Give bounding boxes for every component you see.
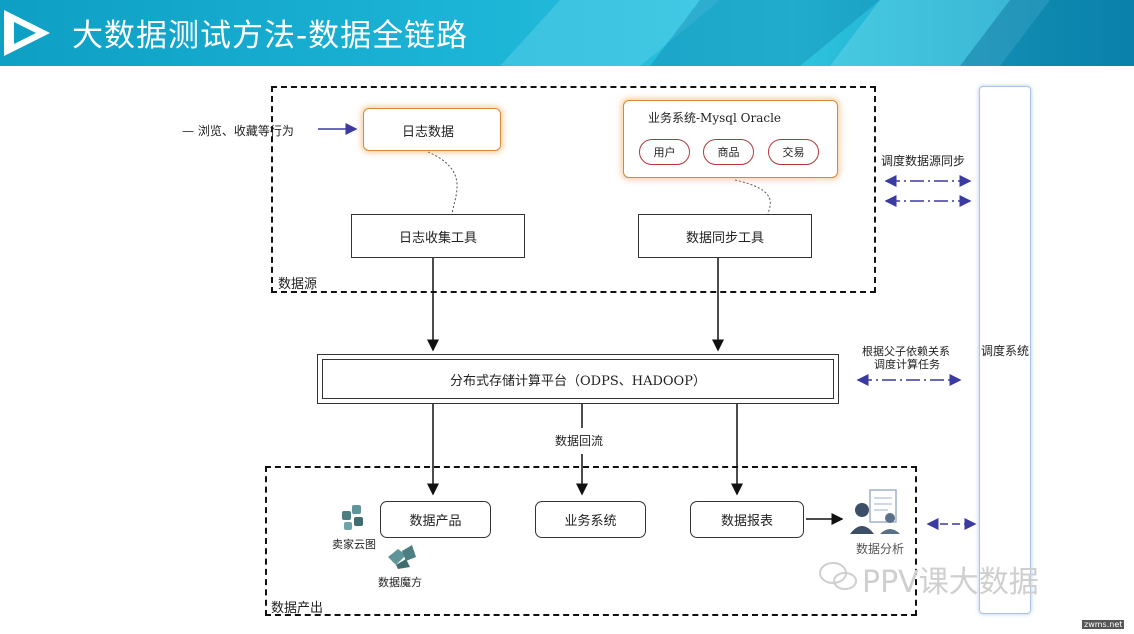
scheduler-dependency-label-2: 调度计算任务 (874, 358, 940, 371)
business-system-output-box: 业务系统 (535, 501, 646, 538)
log-data-label: 日志数据 (402, 125, 455, 140)
log-collect-tool-label: 日志收集工具 (398, 230, 477, 246)
header-facets (500, 0, 1134, 66)
data-output-label: 数据产出 (271, 601, 324, 616)
data-sync-tool-label: 数据同步工具 (685, 230, 764, 246)
data-report-box: 数据报表 (690, 501, 804, 538)
data-backflow-label: 数据回流 (555, 434, 604, 448)
seller-cloud-label: 卖家云图 (332, 538, 376, 551)
data-product-box: 数据产品 (380, 501, 491, 538)
seller-cloud-icon (342, 505, 363, 530)
users-table-cylinder: 用户 (639, 139, 690, 165)
data-source-group (271, 86, 876, 293)
behavior-label: — 浏览、收藏等行为 (182, 124, 294, 138)
business-system-source-label: 业务系统-Mysql Oracle (648, 111, 782, 125)
wechat-icon (819, 562, 857, 590)
data-report-label: 数据报表 (720, 514, 773, 529)
data-source-label: 数据源 (278, 277, 318, 292)
data-cube-icon (388, 545, 416, 569)
data-analysis-icon (850, 489, 900, 534)
data-cube-label: 数据魔方 (378, 576, 422, 589)
data-sync-tool-box: 数据同步工具 (638, 214, 812, 258)
scheduler-dependency-label-1: 根据父子依赖关系 (862, 345, 950, 358)
site-tag: zwms.net (1082, 620, 1125, 629)
log-collect-tool-box: 日志收集工具 (351, 214, 525, 258)
scheduler-sync-label: 调度数据源同步 (881, 154, 966, 168)
products-table-cylinder: 商品 (703, 139, 754, 165)
data-product-label: 数据产品 (409, 514, 462, 529)
distributed-platform-box: 分布式存储计算平台（ODPS、HADOOP） (317, 354, 839, 404)
title-bar: 大数据测试方法-数据全链路 (0, 0, 1134, 66)
scheduler-system-box: 调度系统 (979, 86, 1031, 614)
data-analysis-label: 数据分析 (856, 542, 905, 556)
data-output-group (265, 466, 917, 616)
distributed-platform-label: 分布式存储计算平台（ODPS、HADOOP） (450, 373, 706, 389)
transactions-table-label: 交易 (782, 146, 805, 159)
play-logo-icon (4, 10, 50, 56)
log-data-box: 日志数据 (363, 108, 501, 151)
scheduler-system-label: 调度系统 (980, 343, 1029, 358)
products-table-label: 商品 (717, 146, 740, 159)
business-system-output-label: 业务系统 (564, 514, 617, 529)
transactions-table-cylinder: 交易 (768, 139, 819, 165)
watermark-text: PPV课大数据 (862, 565, 1039, 600)
users-table-label: 用户 (653, 146, 676, 159)
page-title: 大数据测试方法-数据全链路 (72, 18, 469, 54)
distributed-platform-inner: 分布式存储计算平台（ODPS、HADOOP） (322, 359, 834, 399)
